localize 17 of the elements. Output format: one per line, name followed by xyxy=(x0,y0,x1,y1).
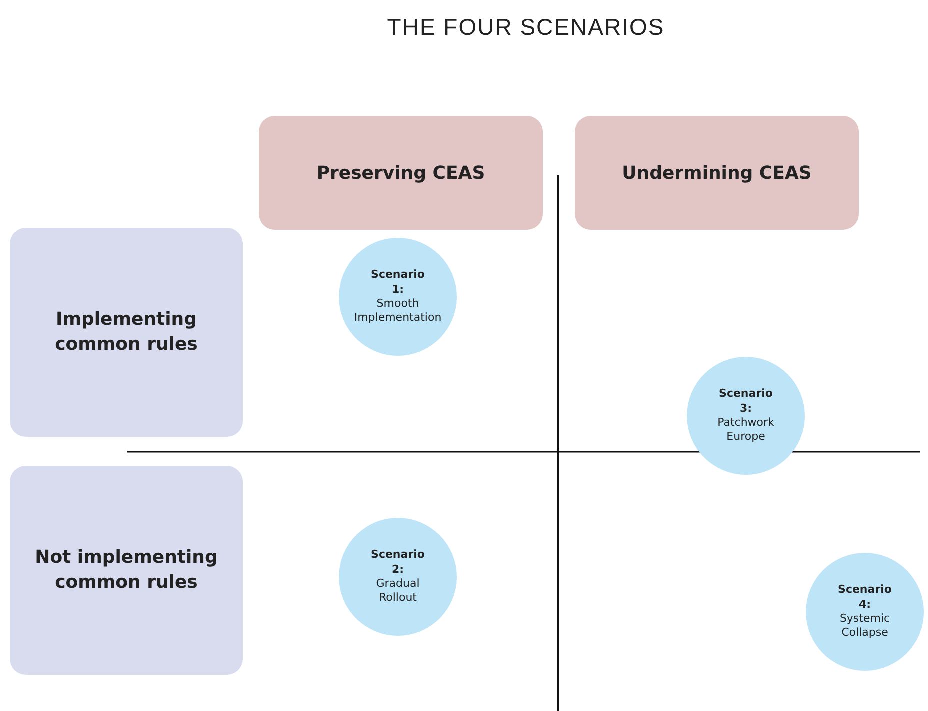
header-label: Preserving CEAS xyxy=(316,162,486,184)
scenario-title: Scenario 1: xyxy=(370,268,426,297)
title: THE FOUR SCENARIOS xyxy=(386,14,666,41)
header-label: Not implementing common rules xyxy=(34,546,219,594)
scenario-name: Systemic Collapse xyxy=(838,612,892,641)
scenario-name: Smooth Implementation xyxy=(354,297,442,326)
header-label: Undermining CEAS xyxy=(622,162,812,184)
scenario-title: Scenario 3: xyxy=(718,387,774,416)
scenario-title: Scenario 4: xyxy=(837,583,893,612)
row-header xyxy=(10,228,243,437)
scenario-title: Scenario 2: xyxy=(370,548,426,577)
column-header xyxy=(259,116,543,230)
column-header xyxy=(575,116,859,230)
scenario-name: Gradual Rollout xyxy=(375,577,421,606)
header-label: Implementing common rules xyxy=(54,308,199,356)
row-header xyxy=(10,466,243,675)
scenario-name: Patchwork Europe xyxy=(716,416,776,445)
